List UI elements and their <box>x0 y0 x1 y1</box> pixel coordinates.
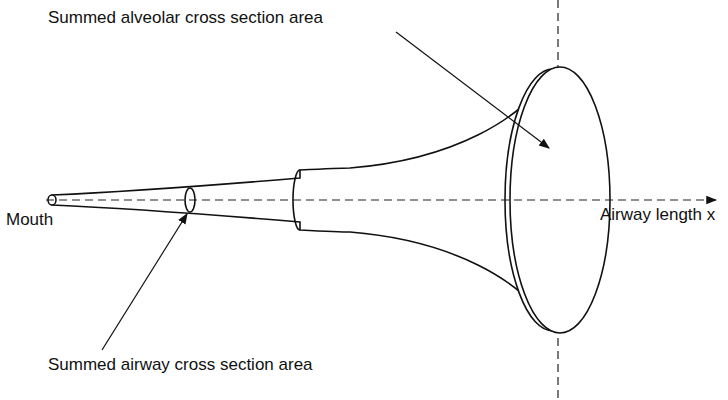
callout-label: Mouth <box>6 210 53 230</box>
airway-trumpet <box>48 67 610 333</box>
leader-line <box>102 214 187 350</box>
leader-line <box>396 32 549 148</box>
callout-label: Airway length x <box>600 205 715 225</box>
callout-label: Summed alveolar cross section area <box>48 8 323 28</box>
callout-label: Summed airway cross section area <box>48 355 313 375</box>
length-axis <box>46 199 716 200</box>
